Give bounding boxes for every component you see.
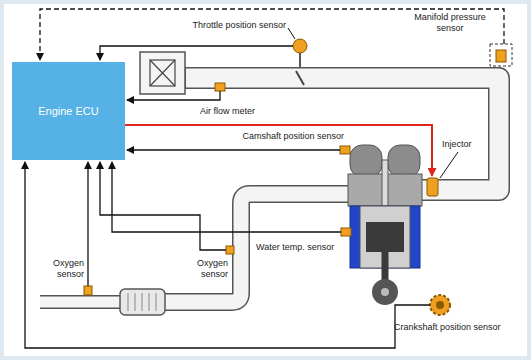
- sensor-label: Throttle position sensor: [160, 20, 286, 31]
- sensor-label: Water temp. sensor: [256, 242, 348, 253]
- sensor-label: Oxygen sensor: [44, 258, 84, 280]
- sensor-label: Oxygen sensor: [188, 258, 228, 280]
- sensor-label: Crankshaft position sensor: [394, 322, 526, 333]
- sensor-label: Air flow meter: [200, 106, 280, 117]
- sensor-label: Camshaft position sensor: [222, 131, 344, 142]
- part-label: Injector: [442, 139, 482, 150]
- ecu-box: Engine ECU: [12, 62, 125, 160]
- sensor-label: Manifold pressure sensor: [412, 12, 488, 34]
- node-title: Engine ECU: [38, 105, 99, 117]
